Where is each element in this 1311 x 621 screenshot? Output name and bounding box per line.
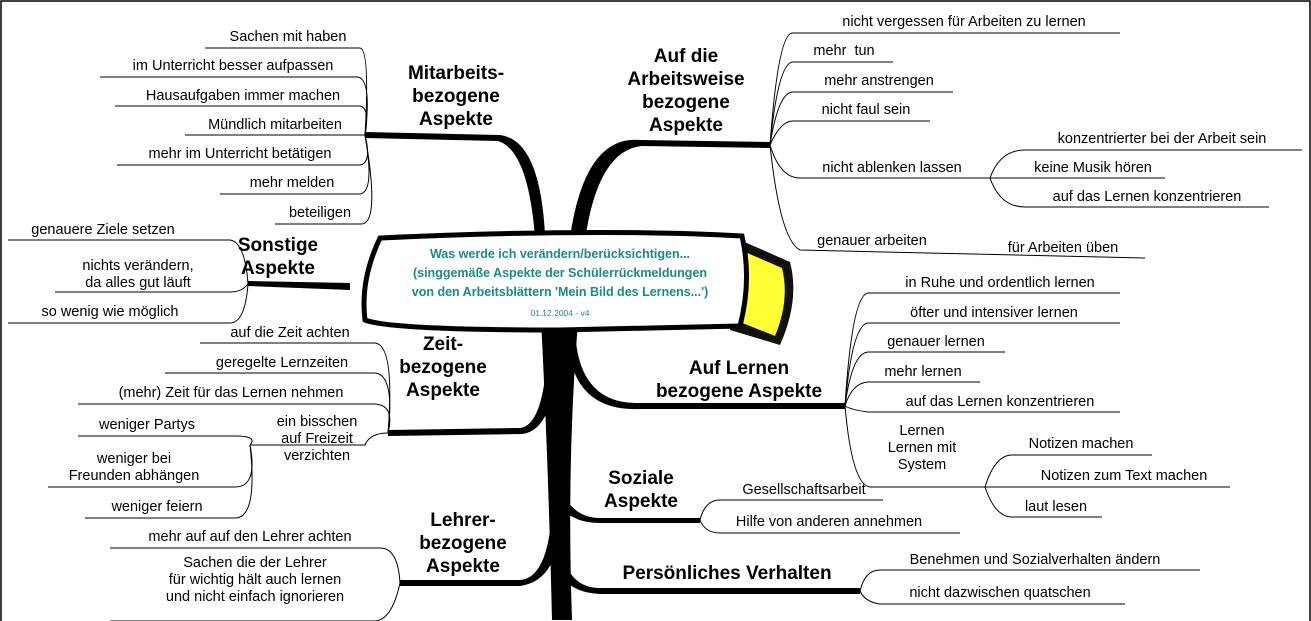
branch-title-mitarbeit: Mitarbeits- bezogene Aspekte — [407, 63, 505, 130]
branch-sonstige — [248, 281, 350, 290]
branch-title-verhalten: Persönliches Verhalten — [622, 563, 832, 584]
leaf-sonstige-2: nichts verändern, da alles gut läuft — [82, 258, 194, 291]
leaf-mitarbeit-5: mehr im Unterricht betätigen — [148, 146, 332, 162]
center-box — [361, 229, 794, 345]
branch-title-sonstige: Sonstige Aspekte — [237, 235, 319, 279]
leaf-lernen-sub-3: laut lesen — [1024, 499, 1088, 515]
leaf-zeit-1: auf die Zeit achten — [230, 325, 350, 341]
main-branches — [248, 132, 860, 620]
leaf-mitarbeit-6: mehr melden — [249, 175, 335, 191]
leaf-lernen-5: auf das Lernen konzentrieren — [905, 394, 1095, 410]
branch-title-lernen: Auf Lernen bezogene Aspekte — [655, 358, 823, 402]
leaf-arbeitsweise-sub1-2: keine Musik hören — [1034, 160, 1152, 176]
leaf-arbeitsweise-sub2-1: für Arbeiten üben — [1007, 240, 1119, 256]
thin-connectors — [8, 32, 1302, 621]
leaf-lernen-3: genauer lernen — [887, 334, 985, 350]
leaf-lernen-4: mehr lernen — [884, 364, 962, 380]
leaf-zeit-sub-3: weniger feiern — [111, 499, 203, 515]
branch-mitarbeit — [365, 132, 545, 237]
leaf-mitarbeit-2: im Unterricht besser aufpassen — [132, 58, 334, 74]
leaf-sonstige-3: so wenig wie möglich — [41, 304, 179, 320]
leaf-mitarbeit-3: Hausaufgaben immer machen — [145, 88, 341, 104]
leaf-zeit-3: (mehr) Zeit für das Lernen nehmen — [118, 385, 344, 401]
branch-verhalten — [552, 540, 860, 594]
leaf-mitarbeit-1: Sachen mit haben — [229, 29, 347, 45]
leaf-lernen-2: öfter und intensiver lernen — [910, 305, 1078, 321]
leaf-soziale-1: Gesellschaftsarbeit — [742, 482, 866, 498]
zeit-sub-label: ein bisschen auf Freizeit verzichten — [276, 414, 358, 464]
leaf-verhalten-2: nicht dazwischen quatschen — [909, 585, 1091, 601]
leaf-lehrer-1: mehr auf auf den Lehrer achten — [148, 529, 352, 545]
leaf-lernen-sub-2: Notizen zum Text machen — [1040, 468, 1208, 484]
leaf-soziale-2: Hilfe von anderen annehmen — [735, 514, 923, 530]
leaf-arbeitsweise-2: mehr tun — [813, 43, 875, 59]
branch-title-arbeitsweise: Auf die Arbeitsweise bezogene Aspekte — [627, 46, 745, 136]
leaf-zeit-sub-2: weniger bei Freunden abhängen — [68, 451, 200, 484]
leaf-lernen-1: in Ruhe und ordentlich lernen — [905, 275, 1095, 291]
branch-arbeitsweise — [570, 139, 770, 240]
leaf-arbeitsweise-4: nicht faul sein — [821, 102, 911, 118]
leaf-zeit-sub-1: weniger Partys — [99, 417, 195, 433]
leaf-zeit-2: geregelte Lernzeiten — [215, 355, 349, 371]
branch-title-soziale: Soziale Aspekte — [604, 468, 678, 512]
center-title: Was werde ich verändern/berücksichtigen.… — [411, 247, 709, 299]
leaf-arbeitsweise-sub1-3: auf das Lernen konzentrieren — [1052, 189, 1242, 205]
leaf-lernen-sub-1: Notizen machen — [1028, 436, 1134, 452]
branch-title-lehrer: Lehrer- bezogene Aspekte — [419, 510, 507, 577]
leaf-sonstige-1: genauere Ziele setzen — [31, 222, 175, 238]
lernen-sub-label: Lernen Lernen mit System — [887, 423, 957, 473]
center-date: 01.12.2004 - v4 — [530, 308, 590, 318]
leaf-mitarbeit-7: beteiligen — [288, 205, 352, 221]
leaf-arbeitsweise-sub1-1: konzentrierter bei der Arbeit sein — [1057, 131, 1267, 147]
leaf-arbeitsweise-1: nicht vergessen für Arbeiten zu lernen — [842, 14, 1086, 30]
arbeitsweise-sub1-label: nicht ablenken lassen — [822, 160, 962, 176]
leaf-lehrer-2: Sachen die der Lehrer für wichtig hält a… — [165, 555, 345, 605]
leaf-verhalten-1: Benehmen und Sozialverhalten ändern — [909, 552, 1161, 568]
arbeitsweise-sub2-label: genauer arbeiten — [817, 233, 927, 249]
branch-title-zeit: Zeit- bezogene Aspekte — [399, 334, 487, 401]
leaf-arbeitsweise-3: mehr anstrengen — [824, 73, 934, 89]
leaf-mitarbeit-4: Mündlich mitarbeiten — [208, 117, 342, 133]
